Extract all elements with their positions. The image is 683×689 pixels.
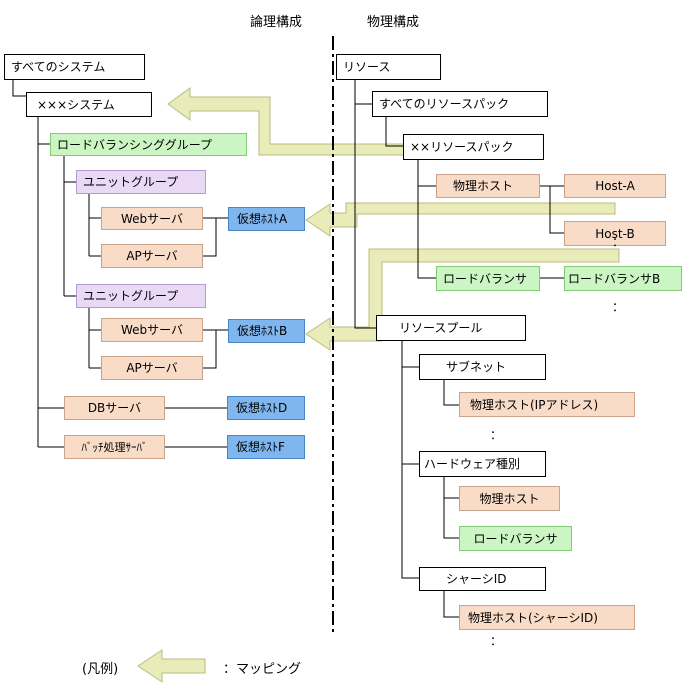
chassis-id-node[interactable]: シャーシID [419, 567, 546, 591]
load-balancing-group-node[interactable]: ロードバランシンググループ [50, 133, 247, 156]
tree-lines [12, 80, 564, 618]
load-balancer-hw-node[interactable]: ロードバランサ [459, 526, 572, 551]
resource-pool-node[interactable]: リソースプール [376, 315, 526, 341]
mapping-arrow-host-b [305, 248, 620, 351]
legend-mapping-label: ：マッピング [223, 662, 302, 677]
virtual-host-d-node[interactable]: 仮想ﾎｽﾄD [227, 396, 305, 420]
ap-server-node-2[interactable]: APサーバ [101, 356, 203, 380]
legend-arrow [137, 649, 206, 683]
host-ellipsis: ： [612, 235, 625, 249]
subnet-node[interactable]: サブネット [419, 354, 546, 380]
xxx-system-node[interactable]: ×××システム [26, 92, 152, 117]
all-resource-packs-node[interactable]: すべてのリソースパック [372, 91, 548, 117]
load-balancer-ellipsis: ： [612, 300, 625, 314]
unit-group-node-2[interactable]: ユニットグループ [76, 284, 206, 308]
host-b-node[interactable]: Host-B [564, 221, 666, 246]
header-logical: 論理構成 [250, 15, 303, 30]
virtual-host-b-node[interactable]: 仮想ﾎｽﾄB [228, 319, 305, 343]
host-a-node[interactable]: Host-A [564, 174, 666, 198]
web-server-node-1[interactable]: Webサーバ [101, 207, 203, 230]
load-balancer-node[interactable]: ロードバランサ [436, 266, 540, 291]
virtual-host-a-node[interactable]: 仮想ﾎｽﾄA [228, 207, 305, 231]
db-server-node[interactable]: DBサーバ [64, 396, 165, 420]
legend-title: (凡例) [82, 662, 119, 677]
virtual-host-f-node[interactable]: 仮想ﾎｽﾄF [227, 435, 305, 459]
resource-node[interactable]: リソース [336, 54, 441, 80]
batch-server-node[interactable]: ﾊﾞｯﾁ処理ｻｰﾊﾞ [64, 435, 165, 459]
unit-group-node-1[interactable]: ユニットグループ [76, 170, 206, 194]
web-server-node-2[interactable]: Webサーバ [101, 318, 203, 342]
mapping-arrow-host-a [305, 202, 616, 237]
mapping-arrows [137, 87, 620, 683]
physical-host-chassis-node[interactable]: 物理ホスト(シャーシID) [459, 605, 635, 630]
ap-server-node-1[interactable]: APサーバ [101, 244, 203, 268]
chassis-ellipsis: ： [490, 634, 503, 648]
physical-host-node[interactable]: 物理ホスト [436, 174, 540, 198]
physical-host-hw-node[interactable]: 物理ホスト [459, 486, 560, 511]
hardware-type-node[interactable]: ハードウェア種別 [419, 451, 546, 477]
xx-resource-pack-node[interactable]: ××リソースパック [403, 134, 544, 160]
all-systems-node[interactable]: すべてのシステム [4, 54, 145, 80]
physical-host-ip-node[interactable]: 物理ホスト(IPアドレス) [459, 392, 635, 417]
load-balancer-b-node[interactable]: ロードバランサB [564, 266, 682, 291]
subnet-ellipsis: ： [490, 428, 503, 442]
header-physical: 物理構成 [367, 15, 420, 30]
